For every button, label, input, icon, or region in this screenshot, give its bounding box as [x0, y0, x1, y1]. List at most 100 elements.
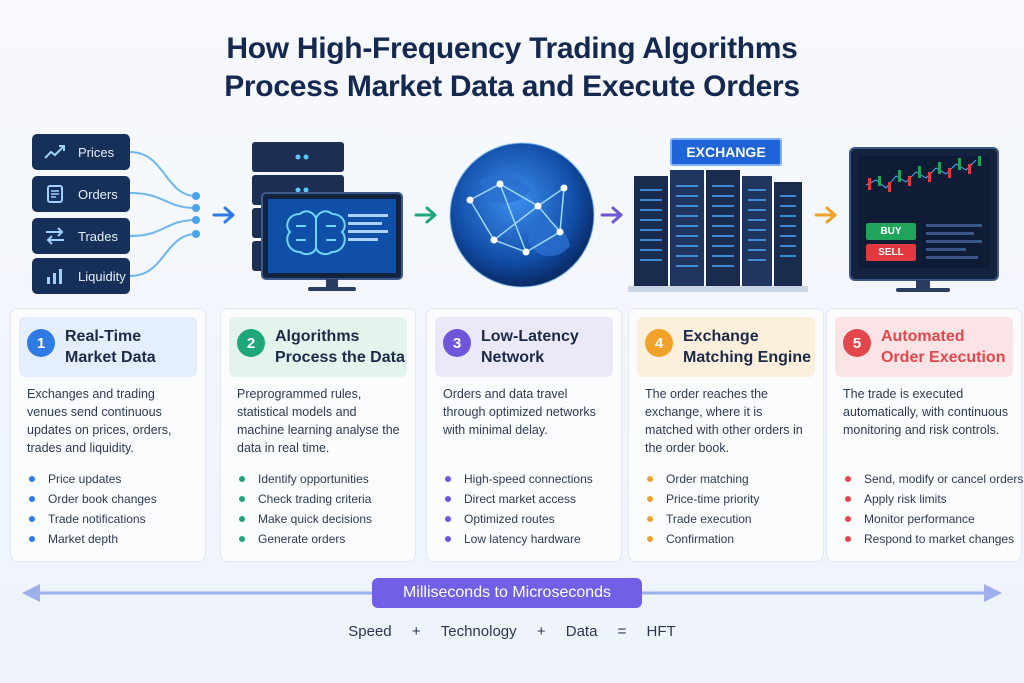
step-bullet-item: Trade execution — [645, 509, 817, 529]
formula-operator: + — [411, 623, 421, 640]
step-bullet-text: Trade notifications — [48, 512, 146, 526]
illustration-layer — [129, 142, 999, 292]
step-card-header: 4 Exchange Matching Engine — [637, 317, 815, 377]
step-bullet-item: Send, modify or cancel orders — [843, 469, 1023, 489]
step-card-2: 2 Algorithms Process the Data Preprogram… — [220, 308, 416, 562]
data-feed-lines — [129, 151, 200, 277]
step-bullet-item: Check trading criteria — [237, 489, 409, 509]
step-bullet-text: Respond to market changes — [864, 532, 1015, 546]
step-bullet-item: Generate orders — [237, 529, 409, 549]
input-chip-label: Trades — [78, 228, 118, 244]
bullet-dot-icon — [239, 496, 245, 502]
bullet-dot-icon — [647, 516, 653, 522]
step-card-header: 1 Real-Time Market Data — [19, 317, 197, 377]
step-description: Preprogrammed rules, statistical models … — [237, 387, 400, 455]
input-chip-orders: Orders — [32, 176, 130, 212]
step-bullet-item: Make quick decisions — [237, 509, 409, 529]
step-description: Orders and data travel through optimized… — [443, 387, 596, 437]
bullet-dot-icon — [845, 476, 851, 482]
trend-line-icon — [44, 142, 66, 162]
input-chip-label: Orders — [78, 186, 118, 202]
step-bullet-text: Price updates — [48, 472, 122, 486]
step-title: Low-Latency Network — [481, 326, 579, 368]
step-bullet-text: Apply risk limits — [864, 492, 947, 506]
step-title-line-2: Process the Data — [275, 349, 405, 366]
step-bullet-item: Identify opportunities — [237, 469, 409, 489]
step-number-badge: 5 — [843, 329, 871, 357]
step-bullet-text: Order book changes — [48, 492, 157, 506]
bullet-dot-icon — [239, 536, 245, 542]
flow-arrow-1 — [212, 206, 235, 224]
sell-button: SELL — [866, 244, 916, 261]
flow-arrow-3 — [600, 206, 623, 224]
step-bullet-text: Send, modify or cancel orders — [864, 472, 1024, 486]
step-bullet-item: Price-time priority — [645, 489, 817, 509]
timeline-label: Milliseconds to Microseconds — [372, 578, 642, 608]
step-bullet-item: Confirmation — [645, 529, 817, 549]
hft-formula: Speed + Technology + Data = HFT — [0, 623, 1024, 640]
step-card-header: 5 Automated Order Execution — [835, 317, 1013, 377]
step-number-badge: 1 — [27, 329, 55, 357]
step-title: Automated Order Execution — [881, 326, 1005, 368]
step-number-badge: 3 — [443, 329, 471, 357]
step-title: Algorithms Process the Data — [275, 326, 405, 368]
bullet-dot-icon — [845, 496, 851, 502]
bullet-dot-icon — [239, 516, 245, 522]
step-card-5: 5 Automated Order Execution The trade is… — [826, 308, 1023, 562]
step-title-line-1: Algorithms — [275, 328, 360, 345]
step-card-header: 3 Low-Latency Network — [435, 317, 613, 377]
step-bullet-text: Price-time priority — [666, 492, 760, 506]
step-bullet-item: Low latency hardware — [443, 529, 615, 549]
step-title: Real-Time Market Data — [65, 326, 156, 368]
bullet-dot-icon — [445, 516, 451, 522]
step-bullet-text: Optimized routes — [464, 512, 555, 526]
step-bullet-text: Low latency hardware — [464, 532, 581, 546]
step-bullet-item: Market depth — [27, 529, 199, 549]
step-title-line-1: Exchange — [683, 328, 759, 345]
formula-term: Data — [565, 623, 598, 640]
exchange-badge: EXCHANGE — [670, 138, 782, 166]
bullet-dot-icon — [845, 536, 851, 542]
step-bullet-item: Order matching — [645, 469, 817, 489]
trading-monitor-illustration — [849, 147, 999, 292]
candlestick-chart — [865, 156, 981, 192]
step-bullet-item: Monitor performance — [843, 509, 1015, 529]
step-card-4: 4 Exchange Matching Engine The order rea… — [628, 308, 824, 562]
step-card-1: 1 Real-Time Market Data Exchanges and tr… — [10, 308, 206, 562]
step-title-line-2: Matching Engine — [683, 349, 811, 366]
network-globe-illustration — [449, 142, 595, 288]
step-bullet-item: Direct market access — [443, 489, 615, 509]
step-bullet-text: Generate orders — [258, 532, 346, 546]
step-number-badge: 2 — [237, 329, 265, 357]
step-title-line-2: Network — [481, 349, 545, 366]
bullet-dot-icon — [845, 516, 851, 522]
bullet-dot-icon — [239, 476, 245, 482]
brain-icon — [286, 210, 346, 256]
step-card-header: 2 Algorithms Process the Data — [229, 317, 407, 377]
step-bullet-text: High-speed connections — [464, 472, 593, 486]
document-icon — [44, 184, 66, 204]
step-bullet-text: Identify opportunities — [258, 472, 369, 486]
step-title-line-1: Real-Time — [65, 328, 142, 345]
formula-term: Speed — [348, 623, 392, 640]
step-title: Exchange Matching Engine — [683, 326, 811, 368]
bullet-dot-icon — [647, 496, 653, 502]
bullet-dot-icon — [29, 476, 35, 482]
bullet-dot-icon — [29, 496, 35, 502]
step-title-line-1: Low-Latency — [481, 328, 579, 345]
buy-button: BUY — [866, 223, 916, 240]
input-chip-label: Liquidity — [78, 268, 126, 284]
formula-operator: = — [617, 623, 627, 640]
bar-chart-icon — [44, 266, 66, 286]
step-bullet-text: Check trading criteria — [258, 492, 372, 506]
step-bullet-item: Order book changes — [27, 489, 199, 509]
bullet-dot-icon — [445, 536, 451, 542]
bullet-dot-icon — [29, 536, 35, 542]
bullet-dot-icon — [445, 496, 451, 502]
step-description: The trade is executed automatically, wit… — [843, 387, 1009, 437]
step-bullet-text: Direct market access — [464, 492, 577, 506]
